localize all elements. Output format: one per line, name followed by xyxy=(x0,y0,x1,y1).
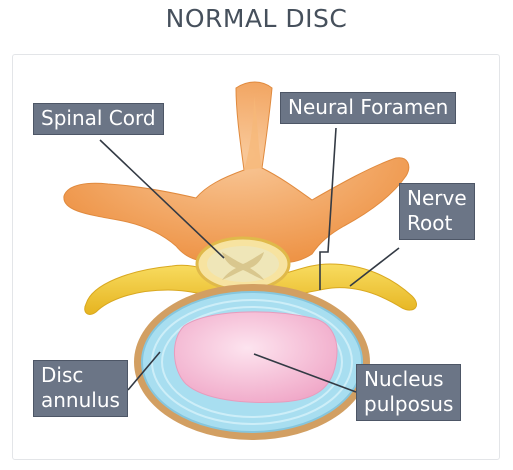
label-disc-annulus-line1: Disc xyxy=(41,363,84,387)
leader-disc-annulus xyxy=(127,351,161,391)
label-neural-foramen: Neural Foramen xyxy=(280,92,457,124)
page-title: NORMAL DISC xyxy=(165,4,348,33)
leader-neural-foramen xyxy=(319,127,337,290)
label-nerve-root: Nerve Root xyxy=(399,183,475,240)
label-disc-annulus-line2: annulus xyxy=(41,388,120,412)
label-nucleus-pulposus-line1: Nucleus xyxy=(364,367,444,391)
label-spinal-cord-text: Spinal Cord xyxy=(41,106,156,130)
nucleus-pulposus xyxy=(173,311,338,403)
lamina-shadow xyxy=(244,96,262,170)
leader-nerve-root xyxy=(349,247,400,287)
spinal-gray-matter xyxy=(222,252,264,280)
label-nerve-root-line1: Nerve xyxy=(407,186,467,210)
leader-spinal-cord xyxy=(99,139,225,259)
label-nucleus-pulposus: Nucleus pulposus xyxy=(356,364,462,421)
annulus-lamella xyxy=(161,306,343,418)
leader-lines xyxy=(99,127,400,393)
label-nerve-root-line2: Root xyxy=(407,211,453,235)
label-spinal-cord: Spinal Cord xyxy=(33,103,164,135)
label-neural-foramen-text: Neural Foramen xyxy=(288,95,449,119)
label-disc-annulus: Disc annulus xyxy=(33,360,128,417)
label-nucleus-pulposus-line2: pulposus xyxy=(364,392,454,416)
leader-nucleus-pulposus xyxy=(253,353,357,393)
